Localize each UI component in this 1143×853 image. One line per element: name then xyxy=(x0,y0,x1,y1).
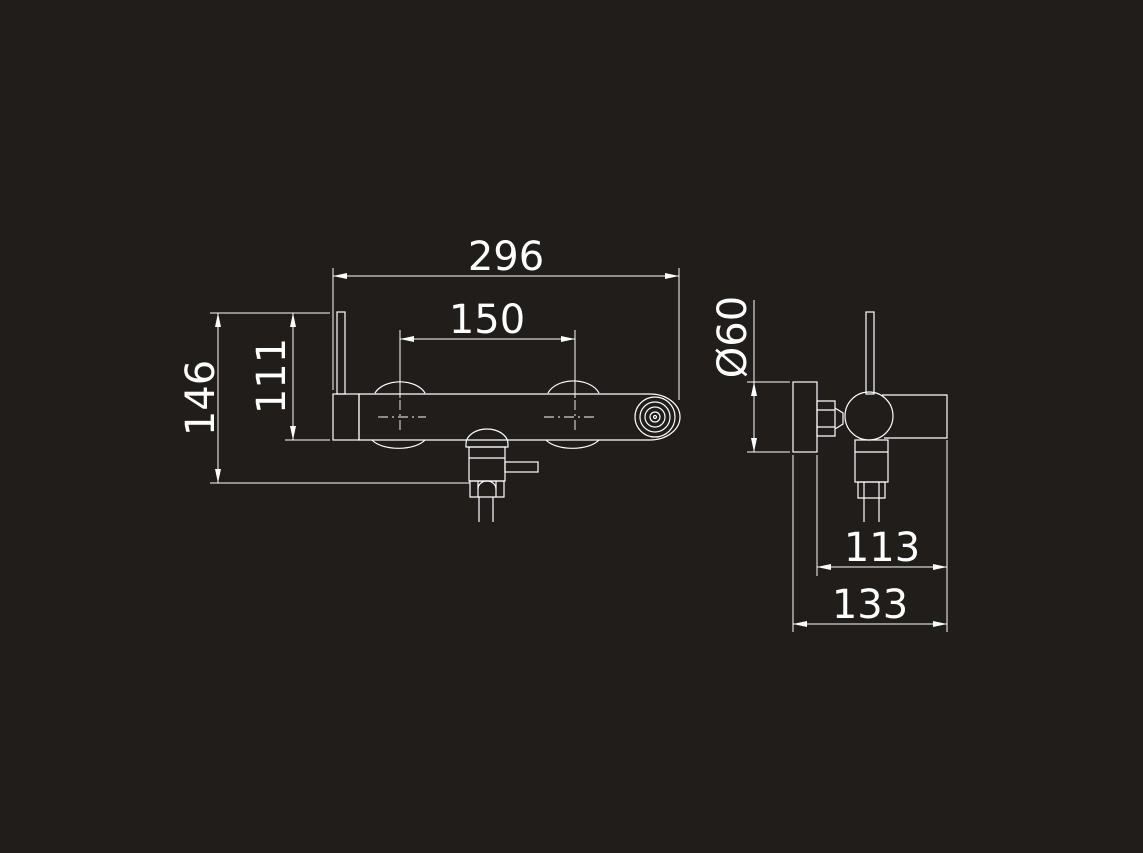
side-body xyxy=(882,394,948,439)
dim-296-label: 296 xyxy=(468,234,544,280)
front-hex-nut xyxy=(469,480,505,498)
dim-111-label: 111 xyxy=(249,338,295,414)
dim-146-label: 146 xyxy=(178,360,224,436)
side-view xyxy=(792,311,948,522)
side-dimensions: Ø60 113 133 xyxy=(710,296,948,632)
side-lever xyxy=(865,311,875,395)
side-cartridge-body xyxy=(844,391,894,441)
side-connector-nut xyxy=(816,400,836,437)
side-hex-nut xyxy=(857,481,886,499)
front-left-escutcheon xyxy=(371,381,426,449)
dim-133-label: 133 xyxy=(832,582,908,628)
dim-150-label: 150 xyxy=(449,297,525,343)
front-body xyxy=(358,393,681,441)
front-side-lever xyxy=(504,461,539,473)
front-view xyxy=(332,311,681,522)
front-outlet-column xyxy=(468,446,506,482)
front-cartridge-cap xyxy=(332,393,360,441)
front-aerator xyxy=(634,396,676,438)
side-wall-flange xyxy=(792,381,818,453)
front-lever xyxy=(336,311,346,395)
dim-113-label: 113 xyxy=(844,525,920,571)
dim-diameter-label: Ø60 xyxy=(710,296,756,378)
front-right-escutcheon xyxy=(545,380,600,449)
side-outlet-column xyxy=(854,439,889,483)
front-dimensions: 296 150 146 111 xyxy=(178,234,680,484)
front-diverter-knob xyxy=(465,428,509,448)
